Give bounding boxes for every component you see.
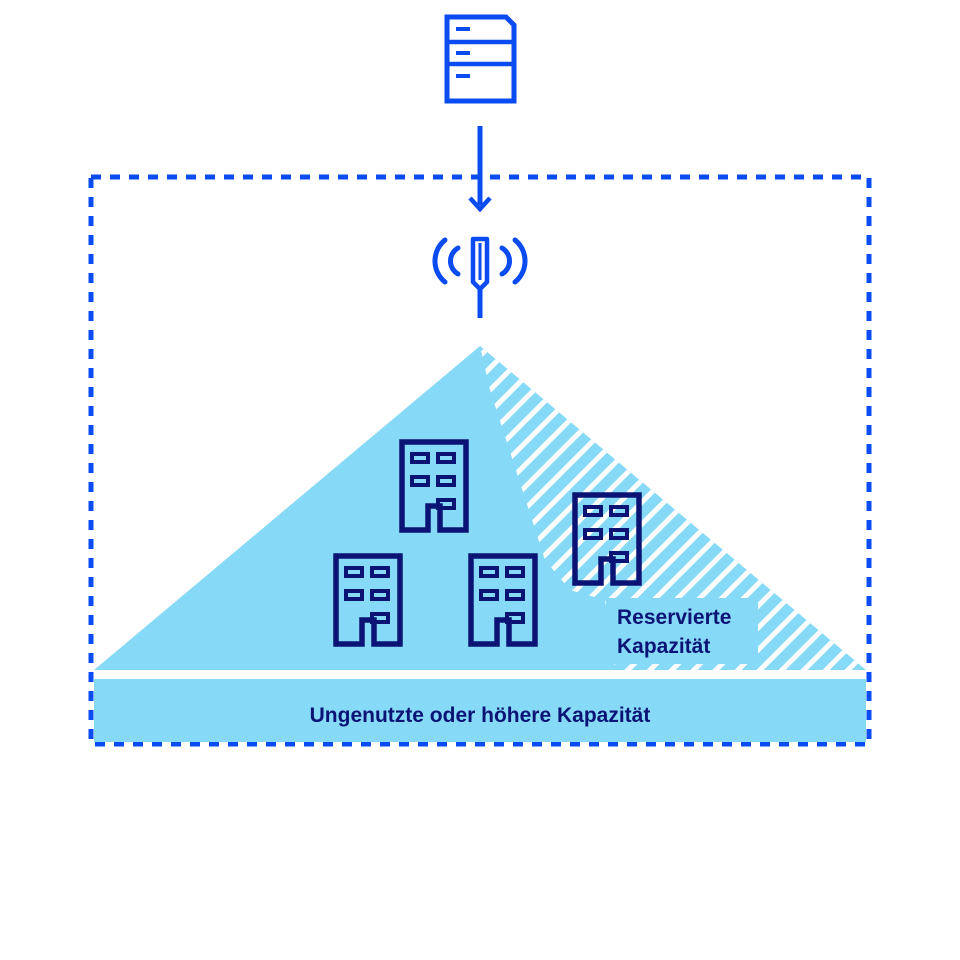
- coverage-area-border: [88, 174, 872, 747]
- unused-capacity-band: [94, 679, 866, 742]
- coverage-triangle: [94, 346, 866, 670]
- unused-capacity-label: Ungenutzte oder höhere Kapazität: [310, 704, 651, 727]
- reserved-capacity-label-line2: Kapazität: [617, 635, 710, 658]
- antenna-icon: [432, 236, 528, 318]
- reserved-capacity-label-line1: Reservierte: [617, 606, 731, 629]
- arrow-down-icon: [468, 126, 492, 213]
- reserved-capacity-area: [480, 346, 866, 670]
- server-icon: [444, 14, 517, 104]
